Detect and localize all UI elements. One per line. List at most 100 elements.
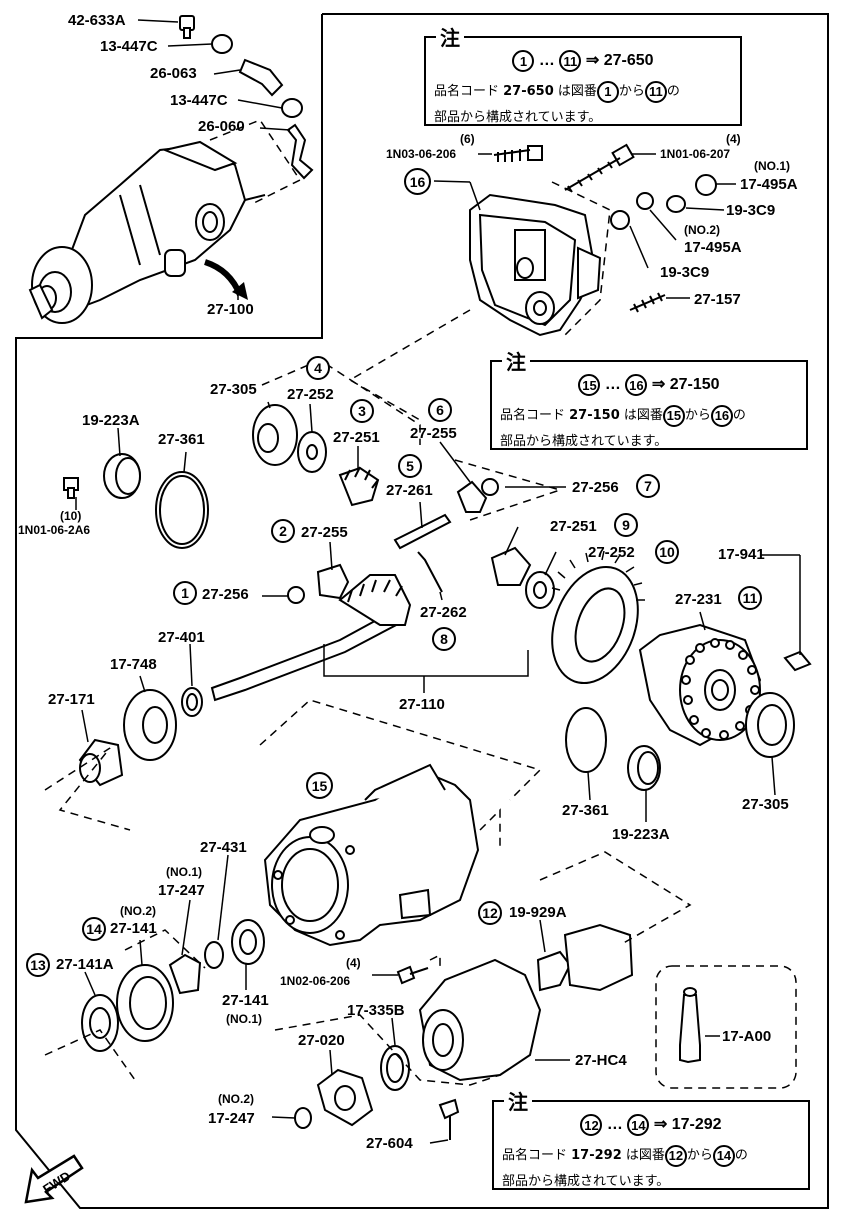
note-header: 注: [436, 22, 464, 51]
note-text: は図番: [621, 1148, 665, 1163]
part-label-17-495A-2: 17-495A: [684, 239, 742, 256]
note-text: 部品から構成されています。: [434, 110, 602, 125]
note-text: は図番: [619, 408, 663, 423]
note-text: から: [618, 84, 645, 99]
side-gear-group: [63, 404, 555, 609]
note-header: 注: [504, 1086, 532, 1115]
ref-callout-9: 9: [614, 513, 638, 537]
part-label-27-171: 27-171: [48, 691, 95, 708]
part-label-27-110: 27-110: [399, 696, 445, 713]
part-label-27-141-no2: 27-141: [110, 920, 157, 937]
part-label-17-941: 17-941: [718, 546, 765, 563]
part-label-27-256-b: 27-256: [202, 586, 249, 603]
part-label-27-231: 27-231: [675, 591, 722, 608]
part-label-1N01-06-207: 1N01-06-207: [660, 147, 731, 161]
part-label-19-3C9-2: 19-3C9: [660, 264, 710, 281]
note-text: 部品から構成されています。: [500, 434, 668, 449]
note-dots: …: [606, 1116, 623, 1134]
note-text: の: [734, 1148, 748, 1163]
note-ref-to: 16: [625, 374, 648, 396]
ref-callout-13: 13: [26, 953, 50, 977]
qty-label: (4): [346, 956, 361, 970]
pinion-bearings: [78, 687, 203, 787]
part-label-17-A00: 17-A00: [722, 1028, 772, 1045]
note-text: は図番: [553, 84, 597, 99]
note-text: の: [666, 84, 680, 99]
part-label-19-223A: 19-223A: [82, 412, 140, 429]
ref-callout-12: 12: [478, 901, 502, 925]
differential-carrier-assembly: [28, 140, 266, 324]
note-text: 品名コード: [500, 408, 570, 423]
note-ref-from-inline: 12: [664, 1144, 687, 1167]
qty-label: (NO.1): [226, 1012, 262, 1026]
note-ref-to-inline: 14: [712, 1144, 735, 1167]
ref-callout-16: 16: [404, 168, 431, 195]
note-text: の: [732, 408, 746, 423]
part-label-27-305: 27-305: [210, 381, 257, 398]
part-label-26-060: 26-060: [198, 118, 245, 135]
part-label-27-604: 27-604: [366, 1135, 413, 1152]
note-text: から: [686, 1148, 713, 1163]
assembly-frame: [15, 13, 829, 1209]
note-code-inline: 27-650: [503, 84, 554, 99]
note-header: 注: [502, 346, 530, 375]
part-label-27-141A: 27-141A: [56, 956, 114, 973]
ring-gear: [551, 565, 639, 685]
part-label-27-251-b: 27-251: [550, 518, 597, 535]
part-label-13-447C-2: 13-447C: [170, 92, 228, 109]
ref-callout-15: 15: [306, 772, 333, 799]
note-code: 27-650: [603, 52, 654, 70]
note-arrow: ⇒: [653, 1116, 668, 1134]
part-label-27-255: 27-255: [410, 425, 457, 442]
qty-label: (6): [460, 132, 475, 146]
note-text: 品名コード: [502, 1148, 572, 1163]
differential-case: [565, 623, 812, 791]
note-text: 品名コード: [434, 84, 504, 99]
part-label-27-100: 27-100: [207, 301, 254, 318]
part-label-17-495A: 17-495A: [740, 176, 798, 193]
part-label-1N03-06-206: 1N03-06-206: [386, 147, 457, 161]
part-label-1N01-06-2A6: 1N01-06-2A6: [18, 523, 91, 537]
part-label-27-255-b: 27-255: [301, 524, 348, 541]
cover-assembly: [469, 174, 717, 337]
note-ref-from-inline: 15: [662, 404, 685, 427]
drive-pinion: [210, 574, 412, 702]
part-label-27-361-b: 27-361: [562, 802, 609, 819]
part-label-27-361: 27-361: [158, 431, 205, 448]
part-label-17-247-no2: 17-247: [208, 1110, 255, 1127]
qty-label: (NO.2): [218, 1092, 254, 1106]
part-label-27-157: 27-157: [694, 291, 741, 308]
ref-callout-1: 1: [173, 581, 197, 605]
ref-callout-6: 6: [428, 398, 452, 422]
note-arrow: ⇒: [585, 52, 600, 70]
carrier-housing: [263, 763, 480, 947]
qty-label: (10): [60, 509, 82, 523]
sub-kit-box: [655, 965, 797, 1089]
part-label-13-447C: 13-447C: [100, 38, 158, 55]
forward-arrow-icon: FWD: [24, 1154, 84, 1204]
ref-callout-3: 3: [350, 399, 374, 423]
part-label-27-252: 27-252: [287, 386, 334, 403]
note-text: から: [684, 408, 711, 423]
ref-callout-11: 11: [738, 586, 762, 610]
part-label-42-633A: 42-633A: [68, 12, 126, 29]
part-label-27-305-b: 27-305: [742, 796, 789, 813]
note-ref-from-inline: 1: [596, 80, 619, 103]
part-label-27-401: 27-401: [158, 629, 205, 646]
part-label-27-251: 27-251: [333, 429, 380, 446]
ref-callout-8: 8: [432, 627, 456, 651]
note-dots: …: [604, 376, 621, 394]
ref-callout-4: 4: [306, 356, 330, 380]
note-code: 17-292: [671, 1116, 722, 1134]
note-ref-from: 15: [578, 374, 601, 396]
note-ref-from: 12: [580, 1114, 603, 1136]
note-ref-from: 1: [512, 50, 535, 72]
note-code-inline: 17-292: [571, 1148, 622, 1163]
ref-callout-10: 10: [655, 540, 679, 564]
ref-callout-14: 14: [82, 917, 106, 941]
part-label-19-3C9: 19-3C9: [726, 202, 776, 219]
